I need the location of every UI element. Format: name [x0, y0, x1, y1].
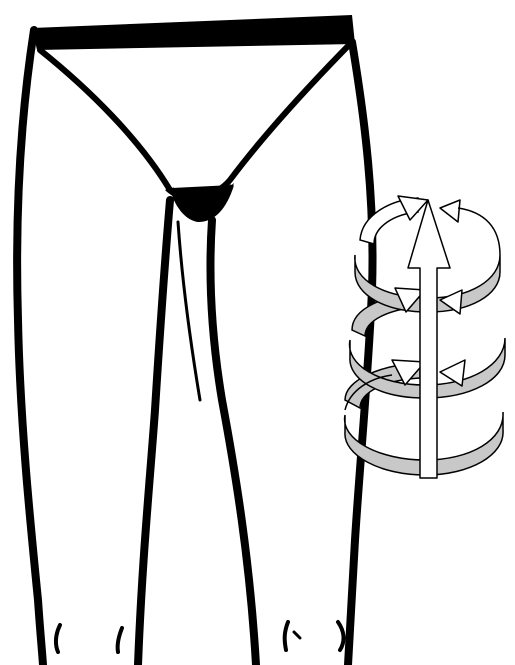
- right-leg-inner: [210, 220, 256, 665]
- rotation-arrow-top-right-tail: [458, 208, 500, 255]
- right-foot-mark-2: [338, 622, 344, 650]
- right-foot-mark-3: [294, 632, 300, 638]
- left-foot-mark-2: [118, 628, 122, 652]
- left-leg-outer: [17, 30, 43, 665]
- crotch-bottom: [172, 185, 232, 220]
- waistband: [32, 15, 355, 50]
- left-leg-inner: [138, 200, 170, 665]
- rotation-arrowhead-top-right: [440, 200, 460, 222]
- underwear-outline: [40, 44, 350, 196]
- thigh-gap-line: [178, 222, 200, 400]
- right-foot-mark-1: [285, 622, 288, 650]
- left-foot-mark-1: [56, 625, 60, 652]
- upward-arrow-icon: [408, 200, 450, 478]
